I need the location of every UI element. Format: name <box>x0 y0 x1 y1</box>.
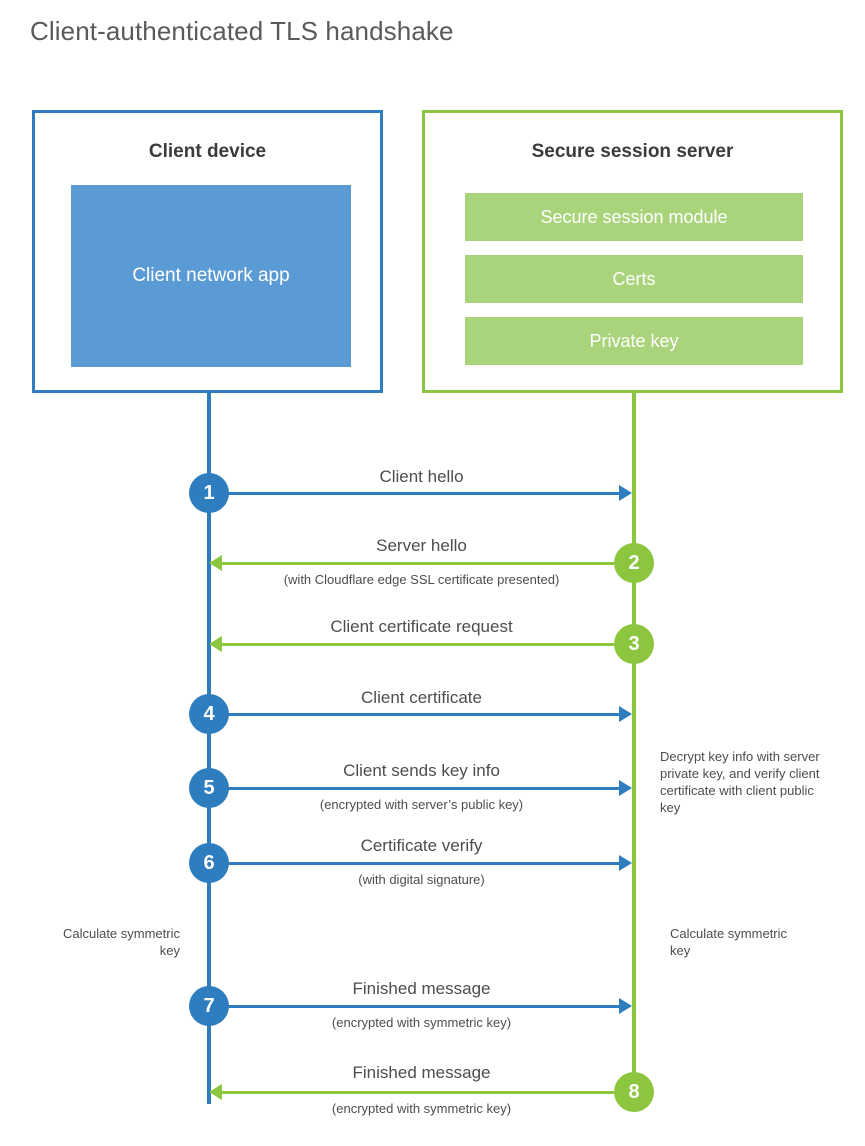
step-7-arrow-line <box>209 1005 619 1008</box>
step-4-marker: 4 <box>189 694 229 734</box>
step-5-sublabel: (encrypted with server’s public key) <box>319 797 524 812</box>
step-3-marker: 3 <box>614 624 654 664</box>
step-2-arrow-head-icon <box>209 555 222 571</box>
step-6-sublabel: (with digital signature) <box>358 872 485 887</box>
step-5-arrow-head-icon <box>619 780 632 796</box>
step-6-label: Certificate verify <box>360 836 483 855</box>
step-8-arrow-head-icon <box>209 1084 222 1100</box>
step-1-marker: 1 <box>189 473 229 513</box>
step-3-arrow-line <box>222 643 634 646</box>
step-7-label: Finished message <box>352 979 491 998</box>
step-2-arrow-line <box>222 562 634 565</box>
server-calculate-symmetric-key-annotation: Calculate symmetric key <box>670 926 788 958</box>
step-4-label: Client certificate <box>361 688 482 707</box>
step-5-marker: 5 <box>189 768 229 808</box>
step-2-sublabel: (with Cloudflare edge SSL certificate pr… <box>283 572 560 587</box>
step-7-arrow-head-icon <box>619 998 632 1014</box>
client-device-title: Client device <box>148 141 267 162</box>
step-6-arrow-line <box>209 862 619 865</box>
step-7-sublabel: (encrypted with symmetric key) <box>331 1015 512 1030</box>
client-calculate-symmetric-key-annotation: Calculate symmetric key <box>62 926 180 958</box>
step-6-arrow-head-icon <box>619 855 632 871</box>
server-lifeline <box>632 393 636 1093</box>
secure-session-server-box: Secure session server Secure session mod… <box>422 110 843 393</box>
step-8-label: Finished message <box>352 1063 491 1082</box>
secure-session-server-title: Secure session server <box>531 141 734 162</box>
server-component-secure-session-module: Secure session module <box>465 193 803 241</box>
step-8-sublabel: (encrypted with symmetric key) <box>331 1101 512 1116</box>
client-lifeline <box>207 393 211 1104</box>
page-title: Client-authenticated TLS handshake <box>30 16 454 46</box>
step-4-arrow-line <box>209 713 619 716</box>
server-decrypt-annotation: Decrypt key info with server private key… <box>660 749 820 815</box>
step-3-arrow-head-icon <box>209 636 222 652</box>
step-1-arrow-head-icon <box>619 485 632 501</box>
step-5-arrow-line <box>209 787 619 790</box>
client-network-app-block: Client network app <box>71 185 351 367</box>
step-5-label: Client sends key info <box>343 761 500 780</box>
step-2-label: Server hello <box>376 536 467 555</box>
step-8-arrow-line <box>222 1091 634 1094</box>
server-component-private-key: Private key <box>465 317 803 365</box>
step-1-arrow-line <box>209 492 619 495</box>
step-7-marker: 7 <box>189 986 229 1026</box>
step-2-marker: 2 <box>614 543 654 583</box>
step-8-marker: 8 <box>614 1072 654 1112</box>
step-1-label: Client hello <box>379 467 464 486</box>
server-component-certs: Certs <box>465 255 803 303</box>
client-device-box: Client device Client network app <box>32 110 383 393</box>
step-3-label: Client certificate request <box>330 617 513 636</box>
step-6-marker: 6 <box>189 843 229 883</box>
step-4-arrow-head-icon <box>619 706 632 722</box>
